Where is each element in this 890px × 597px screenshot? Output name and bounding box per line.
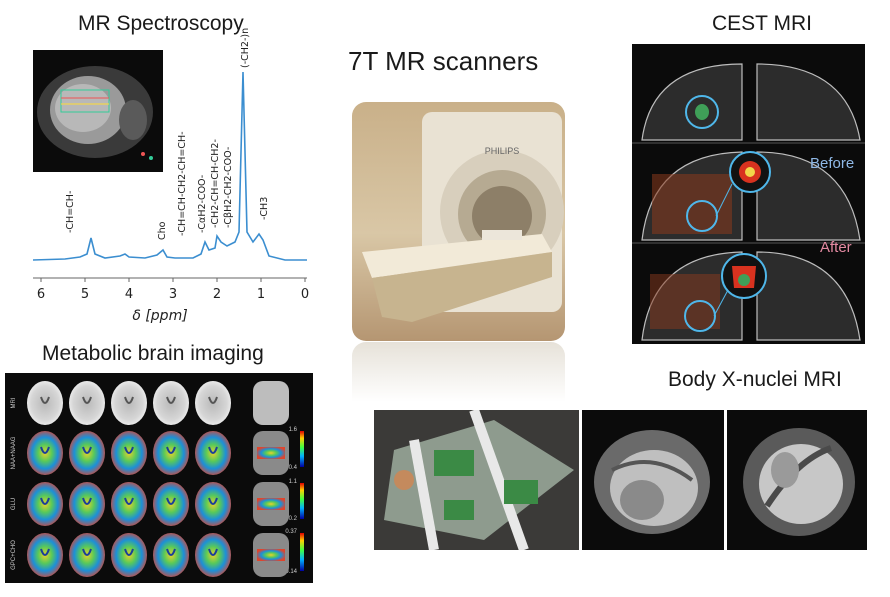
ventricle-mark <box>208 497 218 505</box>
ventricle-mark <box>124 446 134 454</box>
scale-max: 0.37 <box>285 529 297 535</box>
ventricle-mark <box>124 548 134 556</box>
tick-6: 6 <box>37 287 45 302</box>
cest-after-label: After <box>820 239 852 256</box>
peak-label: Cho <box>157 221 168 240</box>
row-label: MRI <box>11 397 17 408</box>
cest-title: CEST MRI <box>712 12 812 35</box>
ventricle-mark <box>124 497 134 505</box>
scanner-photo: PHILIPS <box>352 102 565 341</box>
ventricle-mark <box>124 396 134 404</box>
ventricle-mark <box>208 396 218 404</box>
cest-image-stack: Before After <box>632 44 865 344</box>
peak-label: -CH2-CH=CH-CH2- <box>210 139 221 228</box>
row-label: GPC+CHO <box>11 540 17 570</box>
coronal-slice <box>253 381 289 425</box>
coronal-map-band <box>257 447 285 459</box>
ventricle-mark <box>166 446 176 454</box>
scanner-reflection <box>352 342 565 402</box>
ventricle-mark <box>166 548 176 556</box>
coronal-map-band <box>257 498 285 510</box>
tick-4: 4 <box>125 287 133 302</box>
scale-max: 1.1 <box>289 479 298 485</box>
peak-label: -CαH2-COO- <box>197 175 208 233</box>
brain-title: Metabolic brain imaging <box>42 342 264 365</box>
xnuclei-title: Body X-nuclei MRI <box>668 368 842 391</box>
ventricle-mark <box>40 497 50 505</box>
peak-label: (-CH2-)n <box>240 28 251 68</box>
ventricle-mark <box>82 396 92 404</box>
tick-3: 3 <box>169 287 177 302</box>
ventricle-mark <box>40 396 50 404</box>
ventricle-mark <box>208 548 218 556</box>
scanners-title: 7T MR scanners <box>348 46 539 76</box>
coil-photo <box>374 410 579 550</box>
brain-image-grid: MRI NAA+NAAG GLU GPC+CHO 1.6 0.4 1.1 0.2… <box>5 373 313 583</box>
tick-1: 1 <box>257 287 265 302</box>
ventricle-mark <box>82 446 92 454</box>
heart-mri-1 <box>582 410 724 550</box>
cest-before-label: Before <box>810 155 854 172</box>
peak-label: -CH=CH-CH2-CH=CH- <box>177 131 188 236</box>
tick-2: 2 <box>213 287 221 302</box>
ventricle-mark <box>82 497 92 505</box>
ventricle-mark <box>40 548 50 556</box>
liver-mri-image <box>33 50 163 172</box>
coronal-map-band <box>257 549 285 561</box>
scale-min: 0.2 <box>289 516 298 522</box>
spectrum-chart: 6 5 4 3 2 1 0 δ [ppm] -CH=CH- Cho -CH=CH… <box>32 28 309 324</box>
tick-0: 0 <box>301 287 309 302</box>
heart-mri-2 <box>727 410 867 550</box>
row-label: NAA+NAAG <box>11 436 17 469</box>
scale-min: 0.14 <box>285 569 297 575</box>
scale-max: 1.6 <box>289 427 298 433</box>
peak-label: -CH=CH- <box>65 191 76 233</box>
spectroscopy-title: MR Spectroscopy <box>78 12 244 35</box>
tick-5: 5 <box>81 287 89 302</box>
philips-label: PHILIPS <box>485 146 520 156</box>
ventricle-mark <box>82 548 92 556</box>
peak-label: -CβH2-CH2-COO- <box>223 147 234 228</box>
ventricle-mark <box>166 396 176 404</box>
scale-min: 0.4 <box>289 465 298 471</box>
ventricle-mark <box>208 446 218 454</box>
axis-label: δ [ppm] <box>132 308 187 324</box>
ventricle-mark <box>166 497 176 505</box>
ventricle-mark <box>40 446 50 454</box>
row-label: GLU <box>11 498 17 510</box>
peak-label: -CH3 <box>259 197 270 220</box>
